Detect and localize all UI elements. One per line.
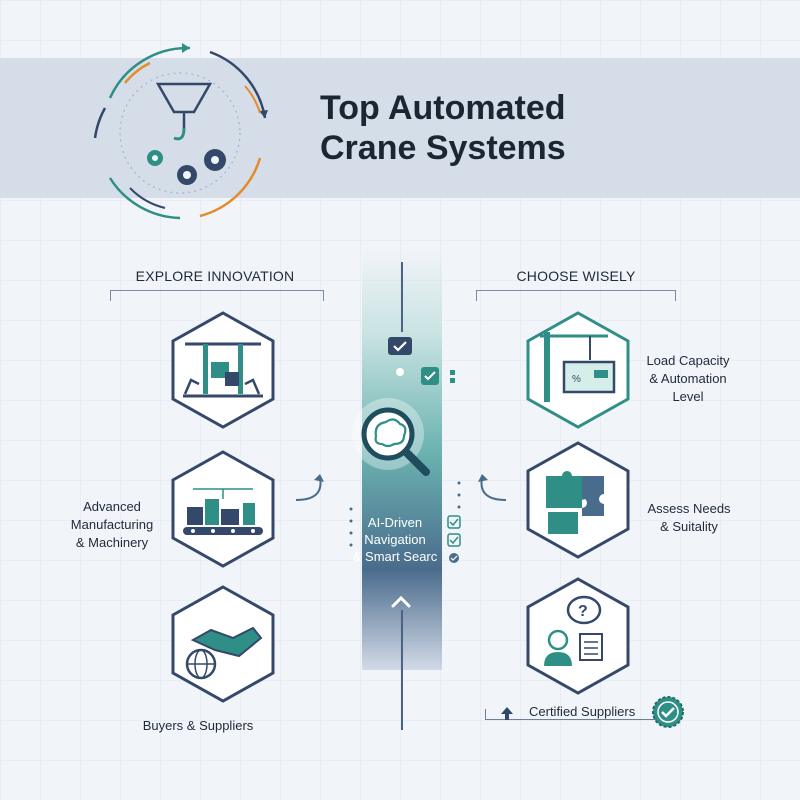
center-line-bottom [401, 610, 403, 730]
assess-needs-label: Assess Needs & Suitality [634, 500, 744, 536]
page-title: Top Automated Crane Systems [320, 88, 650, 168]
load-capacity-line-3: Level [672, 389, 704, 404]
certified-suppliers-label: Certified Suppliers [529, 704, 636, 719]
center-line-top [401, 262, 403, 332]
chevron-up-icon[interactable] [386, 590, 416, 614]
section-heading-explore: EXPLORE INNOVATION [135, 268, 295, 284]
manufacturing-label: Advanced Manufacturing & Machinery [60, 498, 164, 552]
arrow-up-icon [501, 707, 513, 720]
dot-icon [396, 368, 404, 376]
dotted-line-icon [349, 507, 353, 547]
svg-text:?: ? [578, 603, 588, 620]
verified-badge-icon [652, 696, 684, 728]
ai-navigation-text: AI-Driven Navigation & Smart Searc [340, 514, 450, 565]
crane-cycle-logo-icon [93, 43, 268, 220]
curved-arrow-left-icon [295, 474, 324, 501]
puzzle-hex-icon[interactable] [518, 440, 638, 560]
section-bracket-left [110, 290, 324, 301]
title-banner [0, 58, 800, 198]
center-line-2: Navigation [364, 532, 426, 547]
checklist-checks-icon [447, 515, 461, 563]
checkbox-icon [388, 337, 412, 355]
svg-text:%: % [572, 374, 581, 385]
section-bracket-right [476, 290, 676, 301]
factory-crane-hex-icon[interactable] [163, 310, 283, 430]
brain-magnifier-icon[interactable] [346, 392, 446, 492]
handshake-globe-hex-icon[interactable] [163, 584, 283, 704]
center-line-3: & Smart Searc [352, 549, 438, 564]
manufacturing-line-1: Advanced [83, 499, 141, 514]
checklist-icon [421, 367, 455, 385]
certified-suppliers-badge[interactable]: Certified Suppliers [485, 696, 705, 728]
manufacturing-line-2: Manufacturing [70, 517, 154, 532]
manufacturing-line-3: & Machinery [75, 535, 149, 550]
section-heading-choose: CHOOSE WISELY [516, 268, 636, 284]
question-checklist-hex-icon[interactable]: ? [518, 576, 638, 696]
title-line-1: Top Automated [320, 89, 566, 127]
assess-needs-line-2: & Suitality [660, 519, 718, 534]
title-line-2: Crane Systems [320, 129, 566, 167]
load-capacity-line-2: & Automation [649, 371, 727, 386]
assess-needs-line-1: Assess Needs [647, 501, 731, 516]
center-line-1: AI-Driven [367, 515, 423, 530]
dotted-line-right-icon [457, 481, 461, 509]
buyers-suppliers-label: Buyers & Suppliers [142, 718, 254, 733]
curved-arrow-right-icon [478, 474, 507, 501]
load-capacity-label: Load Capacity & Automation Level [638, 352, 738, 406]
load-capacity-line-1: Load Capacity [646, 353, 730, 368]
conveyor-factory-hex-icon[interactable] [163, 449, 283, 569]
tower-crane-hex-icon[interactable]: % [518, 310, 638, 430]
